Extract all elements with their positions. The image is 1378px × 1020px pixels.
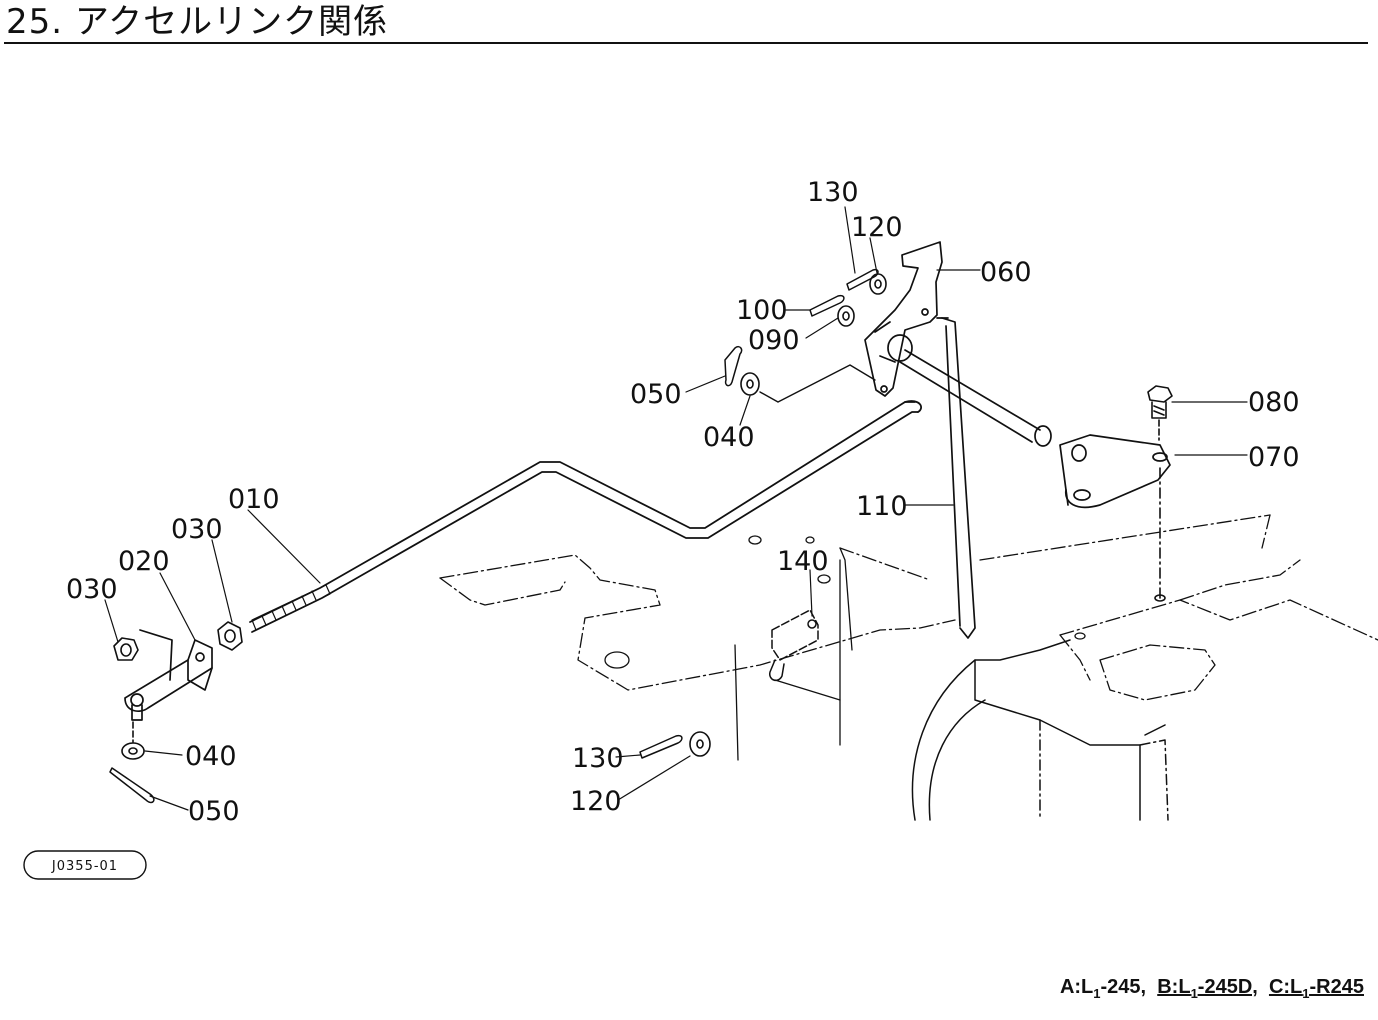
- plate-holes: [604, 535, 1086, 669]
- callout-080: 080: [1248, 387, 1300, 418]
- model-b: B:L1-245D,: [1157, 976, 1258, 1001]
- callout-070: 070: [1248, 442, 1300, 473]
- callout-050: 050: [188, 796, 240, 827]
- callout-020: 020: [118, 546, 170, 577]
- pedal-lever-060: [864, 241, 943, 397]
- washer-040-upper: [740, 372, 760, 396]
- transmission-housing: [911, 639, 1169, 821]
- rod-110: [936, 317, 976, 639]
- accelerator-rod: [249, 400, 922, 633]
- washer-120-lower: [689, 731, 711, 757]
- clevis-140: [769, 609, 819, 682]
- callout-120: 120: [851, 212, 903, 243]
- link-line-040: [759, 364, 876, 403]
- callout-030: 030: [66, 574, 118, 605]
- bolt-080: [1147, 385, 1173, 602]
- callout-060: 060: [980, 257, 1032, 288]
- callout-140: 140: [777, 546, 829, 577]
- reference-code-badge: J0355-01: [23, 850, 147, 880]
- callout-040: 040: [185, 741, 237, 772]
- page-title: 25. アクセルリンク関係: [6, 2, 389, 42]
- cotter-pin-130-lower: [639, 734, 683, 759]
- nut-030-right: [217, 621, 243, 651]
- title-underline: [4, 42, 1368, 44]
- cotter-pin-050-upper: [724, 345, 743, 387]
- callout-130: 130: [807, 177, 859, 208]
- callout-labels: 010 020 030 030 040 040 050 050 060 070 …: [66, 177, 1300, 827]
- rod-thread: [251, 584, 331, 631]
- cotter-pin-130-upper: [846, 268, 879, 291]
- reference-code: J0355-01: [51, 859, 118, 874]
- nut-030-left: [113, 637, 139, 661]
- bracket-vertical-lines: [734, 547, 853, 761]
- callout-100: 100: [736, 295, 788, 326]
- callout-110: 110: [856, 491, 908, 522]
- engine-block-outline: [979, 514, 1378, 701]
- shaft-arm-070: [899, 349, 1171, 509]
- callout-120: 120: [570, 786, 622, 817]
- leader-lines: [104, 206, 1248, 811]
- callout-090: 090: [748, 325, 800, 356]
- callout-030: 030: [171, 514, 223, 545]
- pin-100: [809, 294, 845, 317]
- applicable-models: A:L1-245, B:L1-245D, C:L1-R245: [1060, 976, 1364, 1001]
- model-c: C:L1-R245: [1268, 976, 1364, 1001]
- callout-050: 050: [630, 379, 682, 410]
- washer-040-left: [121, 721, 145, 760]
- callout-040: 040: [703, 422, 755, 453]
- callout-010: 010: [228, 484, 280, 515]
- washer-120-upper: [869, 273, 887, 295]
- washer-090: [837, 305, 855, 327]
- floor-plate-outline: [439, 547, 956, 691]
- lever-020: [124, 629, 213, 721]
- callout-130: 130: [572, 743, 624, 774]
- cotter-pin-050-left: [109, 767, 155, 804]
- model-a: A:L1-245,: [1059, 976, 1147, 1001]
